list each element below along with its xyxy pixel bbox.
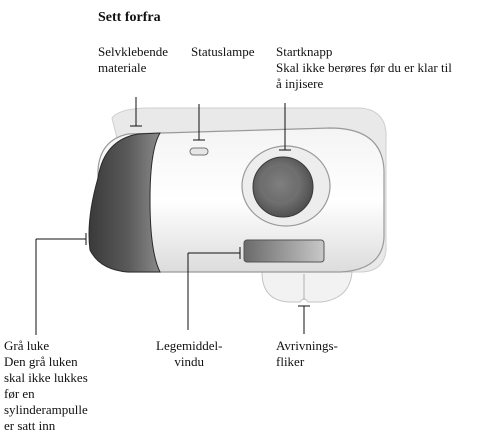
status-light — [189, 147, 209, 156]
tear-tabs-shape — [261, 271, 353, 303]
adhesive-label: Selvklebende materiale — [98, 44, 169, 75]
medicine-window — [243, 239, 325, 263]
diagram-title: Sett forfra — [98, 10, 161, 25]
start-button-label: Startknapp Skal ikke berøres før du er k… — [276, 44, 452, 91]
status-light-label: Statuslampe — [191, 44, 255, 59]
medicine-window-label: Legemiddel- vindu — [156, 338, 223, 369]
grey-door — [88, 132, 161, 273]
grey-door-label: Grå luke Den grå luken skal ikke lukkes … — [4, 338, 88, 433]
tear-tabs-label: Avrivnings- fliker — [276, 338, 338, 369]
